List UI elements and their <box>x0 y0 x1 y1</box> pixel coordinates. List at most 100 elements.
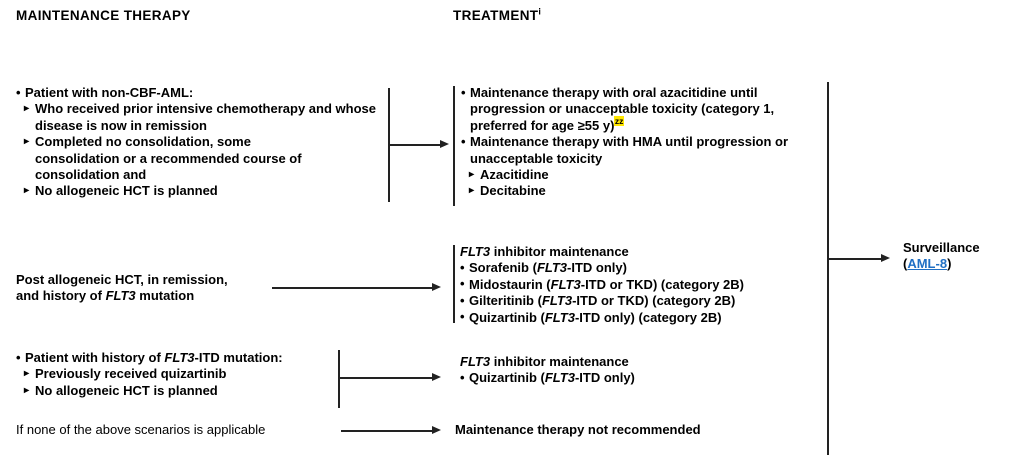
column-header-left-label: MAINTENANCE THERAPY <box>16 8 191 23</box>
row3-bracket-line <box>338 350 340 408</box>
condition-sub-item: ▸ Previously received quizartinib <box>16 366 336 382</box>
condition-sub-item: ▸ Completed no consolidation, some conso… <box>16 134 335 183</box>
row1-arrow-stem <box>388 144 442 146</box>
drug-detail: (FLT3-ITD or TKD) <box>546 276 658 292</box>
row1-arrow-head <box>440 140 449 148</box>
treatment-item: • Quizartinib (FLT3-ITD only) (category … <box>460 309 820 326</box>
triangle-bullet-icon: ▸ <box>24 185 30 197</box>
gene-name-flt3: FLT3 <box>460 354 491 369</box>
drug-detail: (FLT3-ITD only) <box>540 309 635 325</box>
row4-arrow-stem <box>341 430 434 432</box>
bullet-icon: • <box>460 292 465 308</box>
condition-block-flt3-itd-history: • Patient with history of FLT3-ITD mutat… <box>16 350 336 399</box>
condition-text: If none of the above scenarios is applic… <box>16 422 266 437</box>
outcome-reference: (AML-8) <box>903 256 1021 272</box>
paren-open: ( <box>903 256 908 272</box>
drug-detail: (FLT3-ITD or TKD) <box>537 293 649 309</box>
category-label: (category 2B) <box>638 309 722 325</box>
outcome-label: Surveillance <box>903 240 980 255</box>
condition-sub-item: ▸ No allogeneic HCT is planned <box>16 383 336 399</box>
treatment-sub-item: ▸ Decitabine <box>461 183 806 199</box>
condition-sub-text: Completed no consolidation, some consoli… <box>35 134 302 183</box>
treatment-sub-item: ▸ Azacitidine <box>461 167 806 183</box>
condition-sub-text: No allogeneic HCT is planned <box>35 382 218 398</box>
outcome-block-surveillance: Surveillance (AML-8) <box>903 240 1021 273</box>
drug-name-gilteritinib: Gilteritinib <box>469 293 534 309</box>
treatment-block-no-maintenance: Maintenance therapy not recommended <box>455 422 701 438</box>
condition-text-line-2-suffix: mutation <box>135 288 195 304</box>
column-header-treatment: TREATMENTi <box>453 6 542 23</box>
surveillance-collector-line <box>827 82 829 455</box>
column-header-right-label: TREATMENT <box>453 8 539 23</box>
bullet-icon: • <box>16 84 21 100</box>
drug-detail: (FLT3-ITD only) <box>532 260 627 276</box>
link-aml-8[interactable]: AML-8 <box>907 256 948 272</box>
row3-arrow-stem <box>338 377 434 379</box>
treatment-heading: FLT3 inhibitor maintenance <box>460 244 820 260</box>
treatment-block-quizartinib-maintenance: FLT3 inhibitor maintenance • Quizartinib… <box>460 354 790 387</box>
condition-lead-line: • Patient with non-CBF-AML: <box>16 85 388 101</box>
treatment-item: • Gilteritinib (FLT3-ITD or TKD) (catego… <box>460 293 820 309</box>
treatment-item: • Sorafenib (FLT3-ITD only) <box>460 260 820 276</box>
drug-name-quizartinib: Quizartinib <box>469 370 537 386</box>
treatment-item: • Maintenance therapy with oral azacitid… <box>461 85 808 134</box>
treatment-sub-text: Azacitidine <box>480 167 549 183</box>
bullet-icon: • <box>460 276 465 292</box>
triangle-bullet-icon: ▸ <box>24 136 30 148</box>
category-label: (category 2B) <box>652 293 736 309</box>
treatment-item-text: Maintenance therapy with HMA until progr… <box>470 134 789 166</box>
category-label: (category 2B) <box>660 276 744 292</box>
row1-treatment-rule <box>453 86 455 206</box>
treatment-text: Maintenance therapy not recommended <box>455 422 701 437</box>
treatment-sub-text: Decitabine <box>480 183 546 199</box>
treatment-heading-text: inhibitor maintenance <box>490 244 629 259</box>
treatment-block-non-cbf-aml: • Maintenance therapy with oral azacitid… <box>461 85 806 200</box>
treatment-item: • Quizartinib (FLT3-ITD only) <box>460 370 790 386</box>
condition-lead-line: • Patient with history of FLT3-ITD mutat… <box>16 350 336 366</box>
triangle-bullet-icon: ▸ <box>24 103 30 115</box>
condition-text-line-1: Post allogeneic HCT, in remission, <box>16 272 228 287</box>
surveillance-arrow-head <box>881 254 890 262</box>
condition-lead-suffix: -ITD mutation: <box>194 350 283 365</box>
condition-sub-item: ▸ No allogeneic HCT is planned <box>16 183 388 199</box>
triangle-bullet-icon: ▸ <box>469 169 475 181</box>
surveillance-arrow-stem <box>827 258 883 260</box>
azacitidine-footnote-marker: zz <box>614 116 624 127</box>
triangle-bullet-icon: ▸ <box>24 384 30 396</box>
drug-name-quizartinib: Quizartinib <box>469 309 537 325</box>
treatment-item: • Maintenance therapy with HMA until pro… <box>461 134 812 167</box>
row2-treatment-rule <box>453 245 455 323</box>
row3-arrow-head <box>432 373 441 381</box>
condition-sub-text: No allogeneic HCT is planned <box>35 183 218 199</box>
condition-line: and history of FLT3 mutation <box>16 288 266 304</box>
bullet-icon: • <box>16 349 21 365</box>
bullet-icon: • <box>460 309 465 325</box>
gene-name-flt3: FLT3 <box>105 288 136 304</box>
condition-block-non-cbf-aml: • Patient with non-CBF-AML: ▸ Who receiv… <box>16 85 388 200</box>
condition-lead-text: Patient with non-CBF-AML: <box>25 85 194 100</box>
condition-line: Post allogeneic HCT, in remission, <box>16 272 266 288</box>
drug-name-midostaurin: Midostaurin <box>469 276 543 292</box>
drug-detail: (FLT3-ITD only) <box>540 370 635 386</box>
triangle-bullet-icon: ▸ <box>24 368 30 380</box>
condition-lead-prefix: Patient with history of <box>25 350 165 365</box>
treatment-item: • Midostaurin (FLT3-ITD or TKD) (categor… <box>460 276 820 293</box>
gene-name-flt3: FLT3 <box>460 244 491 259</box>
column-header-maintenance-therapy: MAINTENANCE THERAPY <box>16 8 191 23</box>
condition-sub-text: Previously received quizartinib <box>35 366 227 382</box>
condition-block-post-allogeneic-hct: Post allogeneic HCT, in remission, and h… <box>16 272 266 305</box>
gene-name-flt3: FLT3 <box>164 350 195 365</box>
condition-block-none-applicable: If none of the above scenarios is applic… <box>16 422 265 438</box>
treatment-heading-text: inhibitor maintenance <box>490 354 629 369</box>
bullet-icon: • <box>461 133 466 149</box>
treatment-footnote-marker: i <box>538 6 542 17</box>
bullet-icon: • <box>461 84 466 100</box>
row2-arrow-head <box>432 283 441 291</box>
bullet-icon: • <box>460 259 465 275</box>
condition-sub-item: ▸ Who received prior intensive chemother… <box>16 101 387 134</box>
treatment-item-text: Maintenance therapy with oral azacitidin… <box>470 85 775 133</box>
paren-close: ) <box>947 256 952 272</box>
treatment-block-flt3-inhibitor-maintenance: FLT3 inhibitor maintenance • Sorafenib (… <box>460 244 820 326</box>
row2-arrow-stem <box>272 287 434 289</box>
